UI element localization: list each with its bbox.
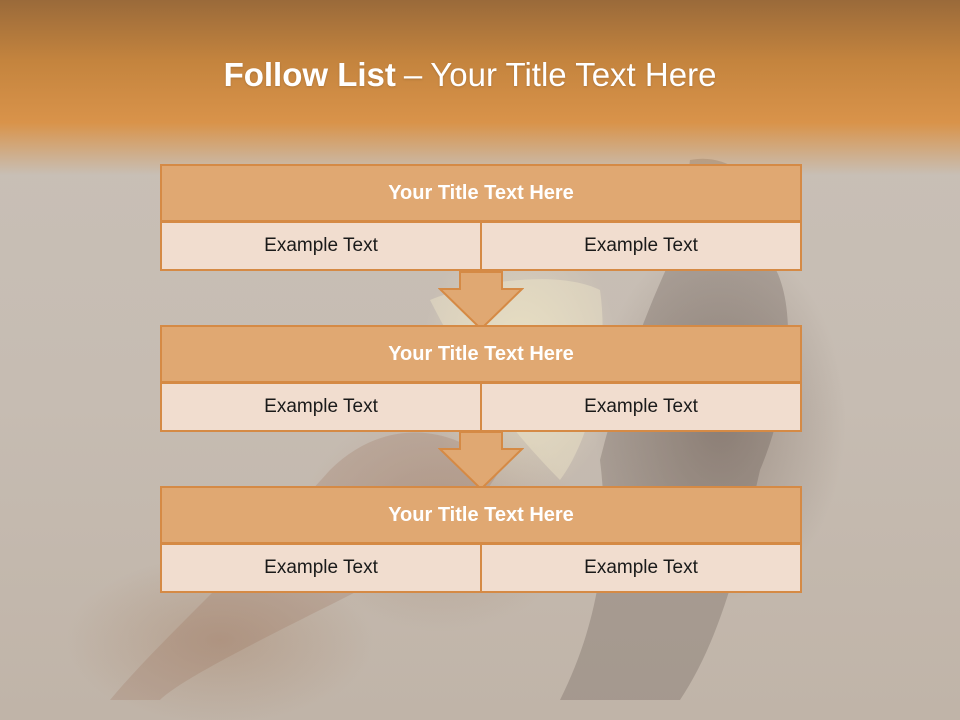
slide-title: Follow List–Your Title Text Here: [0, 52, 940, 98]
step-cell-right[interactable]: Example Text: [480, 382, 802, 432]
step-title[interactable]: Your Title Text Here: [160, 486, 802, 544]
header-band: [0, 0, 960, 175]
step-cell-right[interactable]: Example Text: [480, 221, 802, 271]
step-cell-left[interactable]: Example Text: [160, 543, 482, 593]
step-title[interactable]: Your Title Text Here: [160, 164, 802, 222]
step-cell-left[interactable]: Example Text: [160, 382, 482, 432]
step-cell-right[interactable]: Example Text: [480, 543, 802, 593]
down-arrow-icon: [438, 431, 524, 491]
title-separator: –: [403, 56, 423, 93]
step-cell-left[interactable]: Example Text: [160, 221, 482, 271]
title-bold: Follow List: [223, 56, 396, 93]
title-rest: Your Title Text Here: [430, 56, 717, 93]
down-arrow-icon: [438, 271, 524, 331]
step-title[interactable]: Your Title Text Here: [160, 325, 802, 383]
